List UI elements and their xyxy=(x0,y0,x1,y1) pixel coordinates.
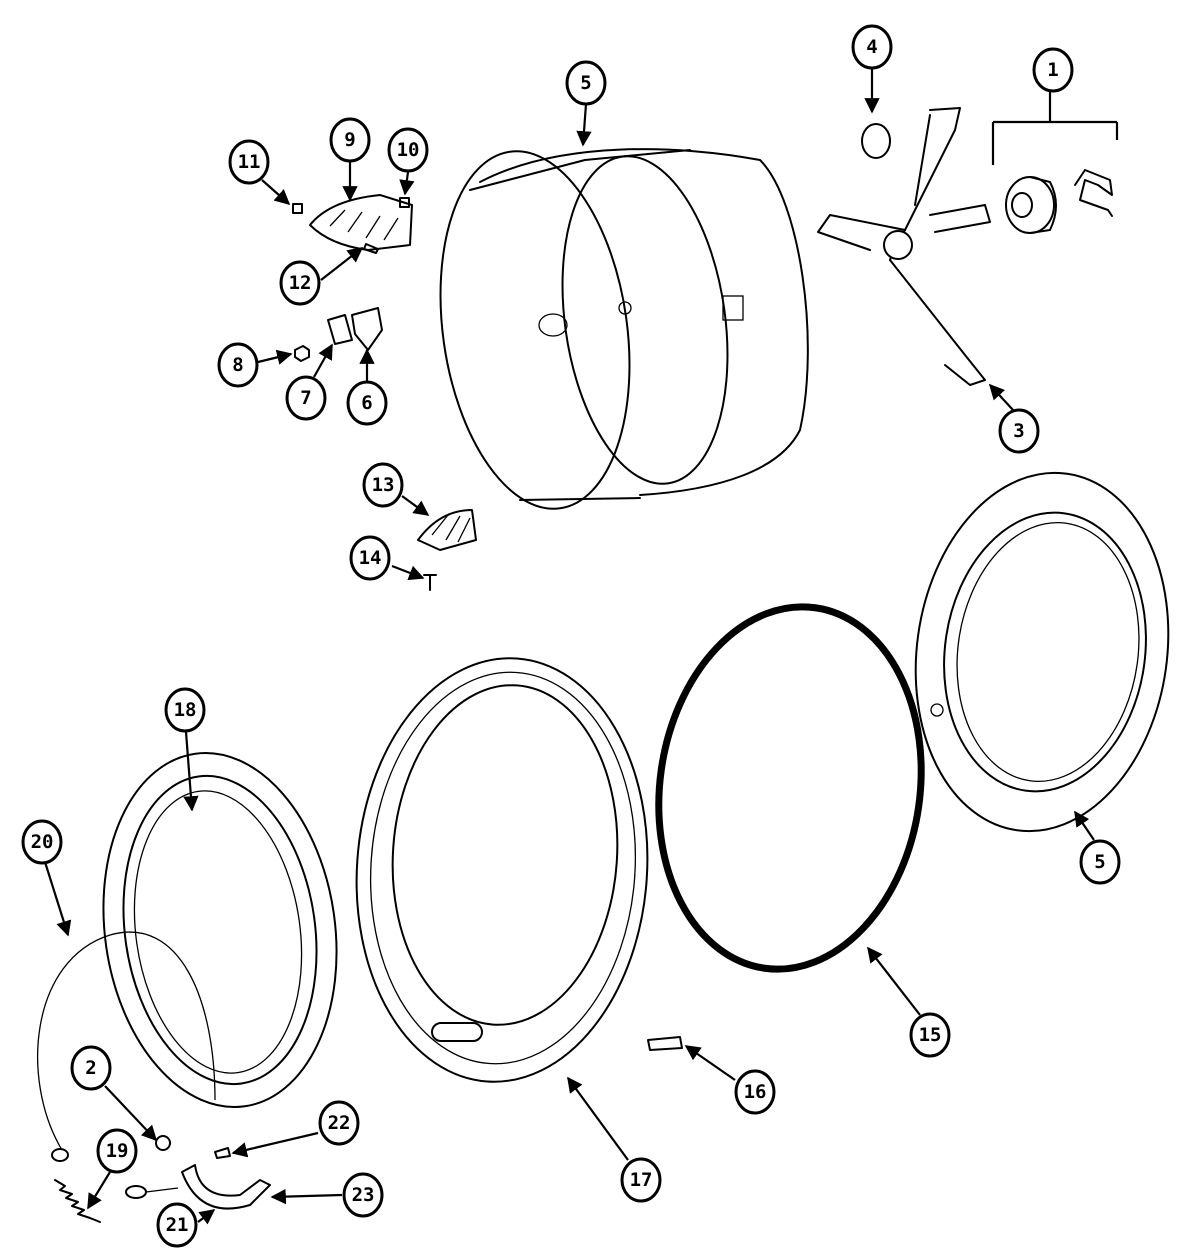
svg-text:16: 16 xyxy=(744,1081,767,1103)
svg-text:15: 15 xyxy=(919,1024,942,1046)
svg-text:6: 6 xyxy=(361,392,372,414)
callout-23: 23 xyxy=(342,1172,384,1218)
callout-20: 20 xyxy=(21,819,63,865)
svg-text:2: 2 xyxy=(85,1057,96,1079)
svg-text:5: 5 xyxy=(580,72,591,94)
callout-19: 19 xyxy=(96,1128,138,1174)
callout-21: 21 xyxy=(156,1202,198,1248)
svg-text:8: 8 xyxy=(232,354,243,376)
callout-5-top: 5 xyxy=(565,60,607,106)
svg-text:3: 3 xyxy=(1013,420,1024,442)
svg-text:19: 19 xyxy=(106,1140,129,1162)
screw-12 xyxy=(363,243,379,254)
baffle-cover-ribs xyxy=(329,209,399,241)
tub-front-ring xyxy=(914,471,1170,833)
baffle-cover xyxy=(309,194,413,251)
drum-spider-shaft xyxy=(817,107,991,386)
screw-14 xyxy=(423,574,437,591)
callout-10: 10 xyxy=(387,127,429,173)
hose-elbow-21-23 xyxy=(125,1164,271,1210)
callout-5-bottom: 5 xyxy=(1079,839,1121,885)
bracket-7 xyxy=(327,314,353,345)
outer-tub-drum xyxy=(439,148,809,510)
callout-8: 8 xyxy=(217,342,259,388)
clip-16 xyxy=(647,1036,683,1051)
fastener-11 xyxy=(292,203,303,214)
tub-seal-ring xyxy=(655,603,925,973)
callout-7: 7 xyxy=(285,375,327,421)
svg-text:10: 10 xyxy=(397,139,420,161)
svg-text:23: 23 xyxy=(352,1184,375,1206)
callout-9: 9 xyxy=(329,117,371,163)
callout-4: 4 xyxy=(851,24,893,70)
svg-text:9: 9 xyxy=(344,129,355,151)
leader-lines xyxy=(43,66,1119,1225)
clip-6 xyxy=(351,307,383,351)
callout-1: 1 xyxy=(1032,47,1074,93)
callout-2: 2 xyxy=(70,1045,112,1091)
callout-18: 18 xyxy=(164,687,206,733)
callout-22: 22 xyxy=(318,1100,360,1146)
callout-15: 15 xyxy=(909,1012,951,1058)
callout-14: 14 xyxy=(349,535,391,581)
svg-text:14: 14 xyxy=(359,547,382,569)
callout-12: 12 xyxy=(279,260,321,306)
clamp-wire-20 xyxy=(37,931,216,1151)
front-tub-cover xyxy=(355,657,649,1083)
door-boot-seal xyxy=(102,752,338,1108)
svg-text:1: 1 xyxy=(1047,59,1058,81)
callout-6: 6 xyxy=(346,380,388,426)
svg-text:18: 18 xyxy=(174,699,197,721)
washer-part xyxy=(861,123,891,159)
callout-17: 17 xyxy=(620,1157,662,1203)
svg-text:22: 22 xyxy=(328,1112,351,1134)
clamp-2 xyxy=(155,1135,171,1151)
clamp-wire-loop xyxy=(51,1148,69,1162)
spring-19 xyxy=(54,1179,101,1223)
baffle-13-ribs xyxy=(431,514,471,543)
svg-text:5: 5 xyxy=(1094,851,1105,873)
nut-8 xyxy=(294,345,310,362)
svg-text:17: 17 xyxy=(630,1169,653,1191)
baffle-13 xyxy=(417,509,477,551)
callout-13: 13 xyxy=(362,462,404,508)
svg-text:7: 7 xyxy=(300,387,311,409)
callout-3: 3 xyxy=(998,408,1040,454)
clamp-22 xyxy=(214,1147,231,1159)
callout-11: 11 xyxy=(228,139,270,185)
svg-text:13: 13 xyxy=(372,474,395,496)
svg-text:20: 20 xyxy=(31,831,54,853)
fastener-10 xyxy=(399,197,410,208)
callout-16: 16 xyxy=(734,1069,776,1115)
bearing-assembly xyxy=(1005,169,1113,234)
svg-text:11: 11 xyxy=(238,151,261,173)
svg-text:12: 12 xyxy=(289,272,312,294)
svg-text:4: 4 xyxy=(866,36,877,58)
svg-text:21: 21 xyxy=(166,1214,189,1236)
